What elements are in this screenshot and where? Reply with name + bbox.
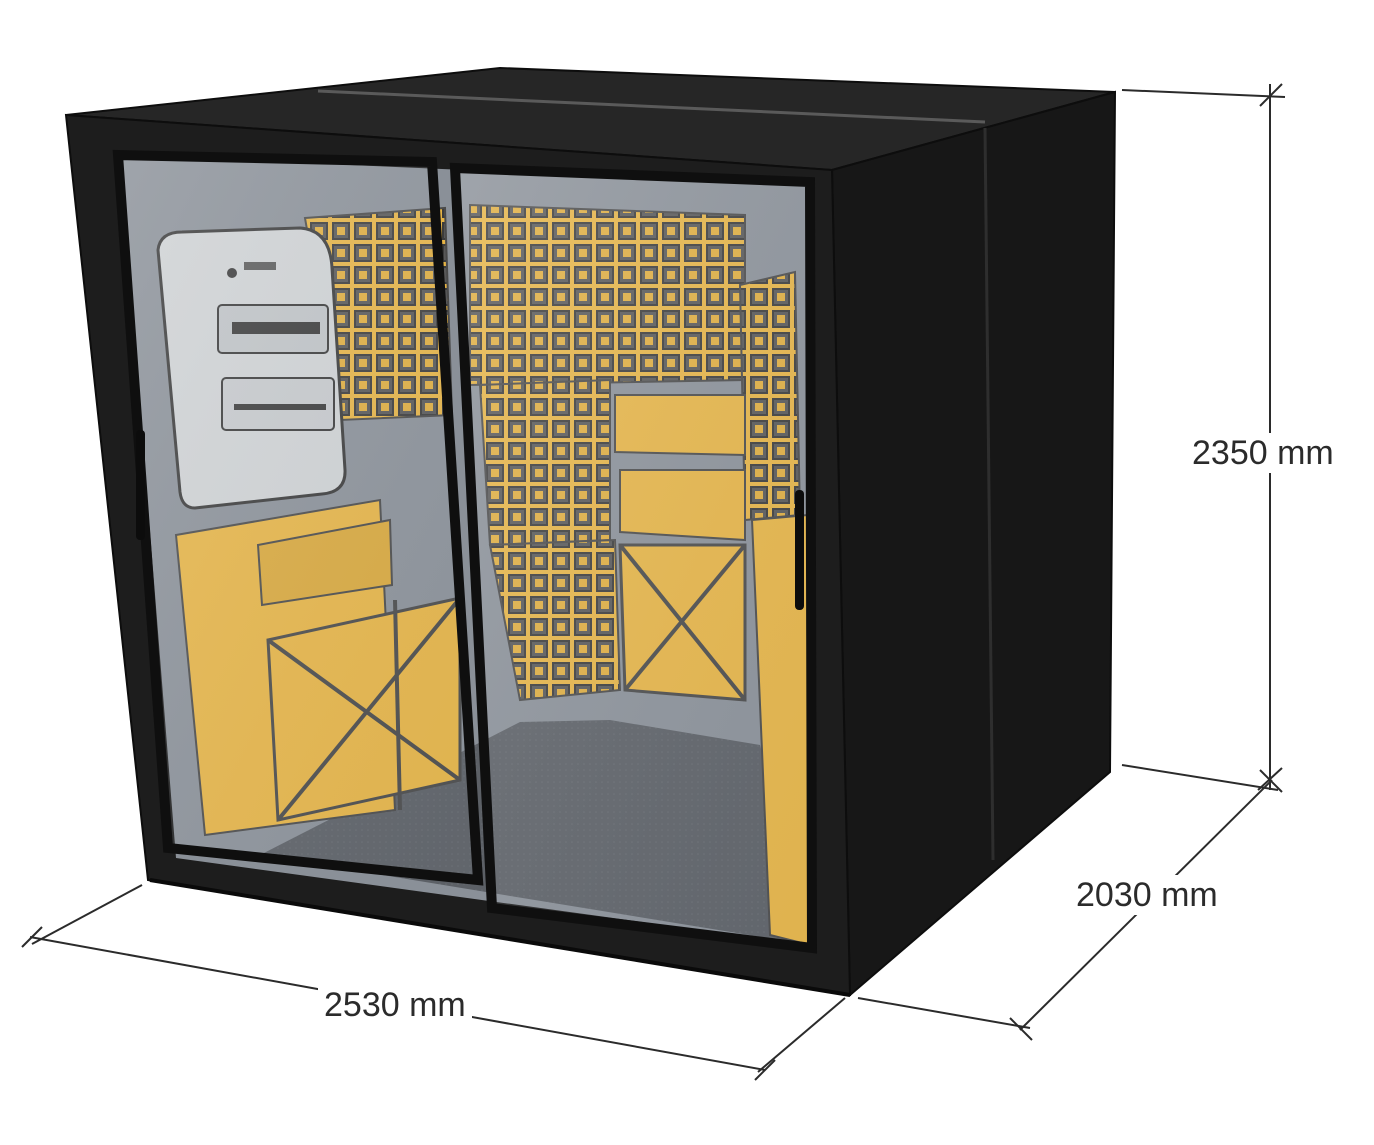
depth-extension-front: [857, 997, 1031, 1029]
cabinet-side: [830, 90, 1117, 998]
height-tick-top: [1259, 83, 1283, 107]
height-tick-bottom: [1257, 767, 1283, 791]
door-handle-icon[interactable]: [795, 490, 804, 610]
right-door-glass[interactable]: [449, 162, 818, 954]
depth-tick-front: [1009, 1017, 1033, 1041]
side-seam: [983, 127, 995, 861]
glass-doors: [112, 149, 851, 997]
width-dimension-label: 2530 mm: [318, 985, 472, 1025]
door-handle-icon[interactable]: [136, 430, 145, 540]
width-tick-right: [754, 1059, 776, 1081]
depth-extension-back: [1121, 764, 1279, 791]
height-dimension-label: 2350 mm: [1186, 433, 1340, 473]
depth-dimension-label: 2030 mm: [1070, 875, 1224, 915]
top-seam: [317, 89, 986, 124]
width-extension-left: [31, 884, 143, 945]
left-door-glass[interactable]: [112, 149, 484, 886]
height-extension-top: [1121, 89, 1286, 98]
width-extension-right: [757, 997, 846, 1073]
width-tick-left: [21, 926, 43, 948]
cabinet-base-edge: [149, 878, 851, 997]
